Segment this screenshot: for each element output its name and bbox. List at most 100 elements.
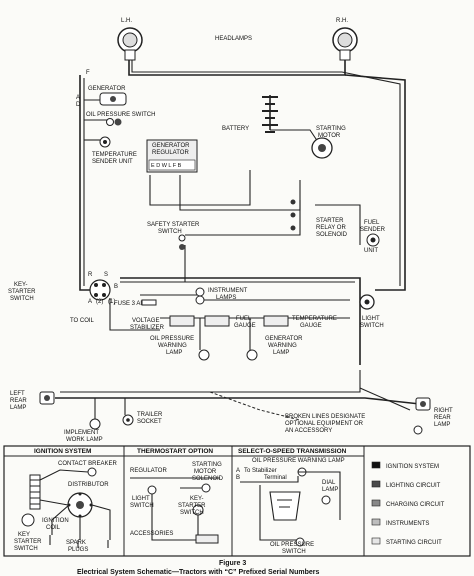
key-starter-switch bbox=[89, 279, 111, 301]
fuel-sender-unit bbox=[366, 233, 380, 247]
label-lh: L.H. bbox=[121, 18, 132, 24]
label-broken-1: BROKEN LINES DESIGNATE bbox=[285, 414, 365, 420]
label-distributor: DISTRIBUTOR bbox=[68, 482, 109, 488]
label-temp-gauge-1: TEMPERATURE bbox=[292, 316, 337, 322]
label-implement-2: WORK LAMP bbox=[66, 437, 103, 443]
legend-label-starting: STARTING CIRCUIT bbox=[386, 540, 442, 546]
generator-regulator bbox=[146, 139, 198, 173]
label-fuel-sender-3: UNIT bbox=[364, 248, 378, 254]
label-selecto-dial-2: LAMP bbox=[322, 487, 338, 493]
label-spark-1: SPARK bbox=[66, 540, 86, 546]
legend-swatch-instruments bbox=[371, 518, 381, 526]
legend-label-charging: CHARGING CIRCUIT bbox=[386, 502, 445, 508]
voltage-stabilizer bbox=[169, 315, 195, 327]
label-oil-warn-1: OIL PRESSURE bbox=[150, 336, 194, 342]
label-gen-regulator-1: GENERATOR bbox=[152, 143, 190, 149]
label-temp-gauge-2: GAUGE bbox=[300, 323, 322, 329]
label-starter-relay-2: RELAY OR bbox=[316, 225, 346, 231]
legend: IGNITION SYSTEM LIGHTING CIRCUIT CHARGIN… bbox=[371, 461, 445, 546]
label-implement-1: IMPLEMENT bbox=[64, 430, 99, 436]
thermostart-option-panel: THERMOSTART OPTION REGULATOR STARTING MO… bbox=[130, 448, 224, 544]
right-rear-lamp-switch bbox=[413, 425, 423, 435]
label-thermo-key-1: KEY- bbox=[190, 496, 203, 502]
label-thermo-light-1: LIGHT bbox=[132, 496, 150, 502]
label-right-rear-2: REAR bbox=[434, 415, 451, 421]
label-selecto-stab-1: To Stabilizer bbox=[244, 468, 277, 474]
starter-relay bbox=[290, 199, 296, 231]
safety-starter-switch bbox=[178, 234, 186, 250]
spark-plugs bbox=[49, 535, 109, 548]
label-ign-coil-2: COIL bbox=[46, 525, 61, 531]
label-sw-1: (1) bbox=[108, 299, 115, 305]
selecto-oil-switch bbox=[295, 537, 305, 547]
trailer-socket bbox=[122, 414, 134, 426]
label-trailer-1: TRAILER bbox=[137, 412, 163, 418]
label-thermo-motor-2: MOTOR bbox=[194, 469, 217, 475]
legend-label-instruments: INSTRUMENTS bbox=[386, 521, 429, 527]
label-thermo-regulator: REGULATOR bbox=[130, 468, 167, 474]
implement-work-lamp bbox=[89, 418, 101, 430]
label-key-starter-3: SWITCH bbox=[10, 296, 34, 302]
label-sw-a: A bbox=[88, 299, 92, 305]
label-gen-regulator-2: REGULATOR bbox=[152, 150, 189, 156]
thermostart-solenoid bbox=[201, 483, 211, 493]
label-ign-key-2: STARTER bbox=[14, 539, 42, 545]
label-sw-b: B bbox=[114, 284, 118, 290]
thermostart-panel-title: THERMOSTART OPTION bbox=[137, 448, 213, 455]
label-gen-warn-1: GENERATOR bbox=[265, 336, 303, 342]
label-fuel-sender-1: FUEL bbox=[364, 220, 380, 226]
label-selecto-oil-1: OIL PRESSURE bbox=[270, 542, 314, 548]
selecto-panel-title: SELECT-O-SPEED TRANSMISSION bbox=[238, 448, 347, 455]
label-gen-warn-3: LAMP bbox=[273, 350, 289, 356]
label-instrument-lamps-1: INSTRUMENT bbox=[208, 288, 248, 294]
ignition-panel-title: IGNITION SYSTEM bbox=[34, 448, 91, 455]
left-rear-lamp bbox=[39, 391, 55, 405]
label-selecto-stab-2: Terminal bbox=[264, 475, 287, 481]
label-starter-relay-1: STARTER bbox=[316, 218, 344, 224]
label-headlamps: HEADLAMPS bbox=[215, 36, 252, 42]
label-sw-2: (2) bbox=[96, 299, 103, 305]
label-instrument-lamps-2: LAMPS bbox=[216, 295, 236, 301]
label-broken-2: OPTIONAL EQUIPMENT OR bbox=[285, 421, 364, 427]
label-ign-coil-1: IGNITION bbox=[42, 518, 69, 524]
thermostart-heater bbox=[195, 534, 219, 544]
label-regulator-terminals: E D W L F B bbox=[151, 163, 182, 169]
thermostart-light-switch bbox=[147, 485, 157, 495]
label-light-switch-2: SWITCH bbox=[360, 323, 384, 329]
label-f: F bbox=[86, 70, 90, 76]
fuel-gauge bbox=[204, 315, 230, 327]
label-selecto-term-a: A bbox=[236, 468, 240, 474]
selecto-dial bbox=[269, 491, 301, 521]
label-fuse: FUSE 3 AMP bbox=[114, 301, 149, 307]
label-key-starter-1: KEY- bbox=[14, 282, 27, 288]
label-key-starter-2: STARTER bbox=[8, 289, 36, 295]
label-spark-2: PLUGS bbox=[68, 547, 88, 553]
bottom-panels-frame bbox=[3, 445, 471, 557]
label-oil-pressure-switch: OIL PRESSURE SWITCH bbox=[86, 112, 155, 118]
headlamp-right bbox=[332, 27, 358, 61]
label-a: A bbox=[76, 95, 80, 101]
label-selecto-term-b: B bbox=[236, 475, 240, 481]
label-starting-motor-2: MOTOR bbox=[318, 133, 341, 139]
label-fuel-gauge-2: GAUGE bbox=[234, 323, 256, 329]
label-starter-relay-3: SOLENOID bbox=[316, 232, 348, 238]
label-voltage-stab-1: VOLTAGE bbox=[132, 318, 159, 324]
right-rear-lamp bbox=[415, 397, 431, 411]
label-selecto-oil-2: SWITCH bbox=[282, 549, 306, 555]
label-safety-starter-1: SAFETY STARTER bbox=[147, 222, 200, 228]
legend-swatch-lighting bbox=[371, 480, 381, 488]
label-thermo-accessories: ACCESSORIES bbox=[130, 531, 173, 537]
ignition-system-panel: IGNITION SYSTEM CONTACT BREAKER DISTRIBU… bbox=[14, 448, 117, 553]
label-oil-warn-2: WARNING bbox=[158, 343, 187, 349]
label-thermo-motor-3: SOLENOID bbox=[192, 476, 224, 482]
label-trailer-2: SOCKET bbox=[137, 419, 162, 425]
instrument-lamps bbox=[195, 287, 205, 305]
label-fuel-gauge-1: FUEL bbox=[236, 316, 252, 322]
label-gen-warn-2: WARNING bbox=[268, 343, 297, 349]
legend-label-ignition: IGNITION SYSTEM bbox=[386, 464, 439, 470]
light-switch bbox=[359, 294, 375, 310]
contact-breaker bbox=[87, 467, 97, 477]
selecto-dial-lamp bbox=[321, 495, 331, 505]
